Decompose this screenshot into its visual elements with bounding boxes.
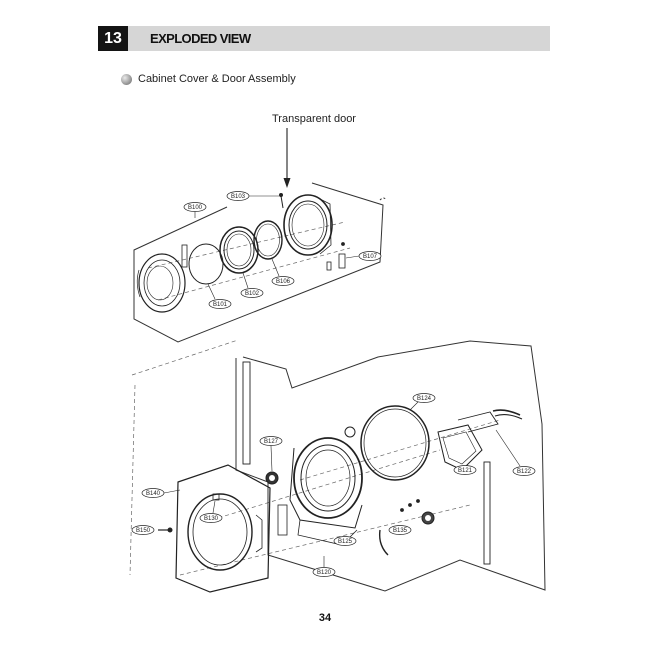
door-part-labels: B100 B103 B101 B102 B106 B107 xyxy=(183,191,382,309)
label-b101: B101 xyxy=(207,283,232,309)
label-b122: B122 xyxy=(495,429,536,476)
label-b135: B135 xyxy=(388,525,412,535)
cabinet-part-labels: B127 B124 B121 B122 B140 B130 xyxy=(131,393,536,577)
label-b140: B140 xyxy=(141,488,181,498)
svg-text:B120: B120 xyxy=(317,570,332,576)
svg-text:B100: B100 xyxy=(188,205,203,211)
svg-text:B140: B140 xyxy=(146,491,161,497)
svg-text:B121: B121 xyxy=(458,468,473,474)
cabinet-assembly-outline xyxy=(235,340,546,592)
label-b124: B124 xyxy=(409,393,436,411)
svg-text:B135: B135 xyxy=(393,528,408,534)
grey-sphere-bullet-icon xyxy=(121,73,132,85)
label-b127: B127 xyxy=(259,436,283,472)
section-header-bar: 13 EXPLODED VIEW xyxy=(98,26,550,51)
label-b106: B106 xyxy=(271,258,295,286)
svg-text:B106: B106 xyxy=(276,279,291,285)
svg-text:B122: B122 xyxy=(517,469,532,475)
section-number: 13 xyxy=(98,26,128,51)
svg-text:B125: B125 xyxy=(338,539,353,545)
page-number: 34 xyxy=(318,612,332,624)
label-b150: B150 xyxy=(131,525,155,535)
svg-text:B102: B102 xyxy=(245,291,260,297)
label-b107: B107 xyxy=(345,251,382,261)
svg-text:B103: B103 xyxy=(231,194,246,200)
svg-text:B127: B127 xyxy=(264,439,279,445)
svg-text:B107: B107 xyxy=(363,254,378,260)
label-b120: B120 xyxy=(312,556,336,577)
label-b102: B102 xyxy=(240,272,264,298)
svg-text:B124: B124 xyxy=(417,396,432,402)
label-b100: B100 xyxy=(183,202,207,218)
door-assembly-outline xyxy=(133,182,387,343)
label-b130: B130 xyxy=(199,500,223,523)
transparent-door-callout: Transparent door xyxy=(272,113,356,125)
door-parts-drawing xyxy=(136,193,346,313)
section-title: EXPLODED VIEW xyxy=(150,31,251,46)
label-b121: B121 xyxy=(453,465,477,475)
cabinet-parts-drawing xyxy=(158,361,523,593)
assembly-subtitle: Cabinet Cover & Door Assembly xyxy=(121,73,296,85)
svg-text:B130: B130 xyxy=(204,516,219,522)
svg-text:B101: B101 xyxy=(213,302,228,308)
label-b125: B125 xyxy=(333,536,357,546)
assembly-subtitle-text: Cabinet Cover & Door Assembly xyxy=(138,73,296,85)
label-b103: B103 xyxy=(226,191,279,201)
svg-text:B150: B150 xyxy=(136,528,151,534)
